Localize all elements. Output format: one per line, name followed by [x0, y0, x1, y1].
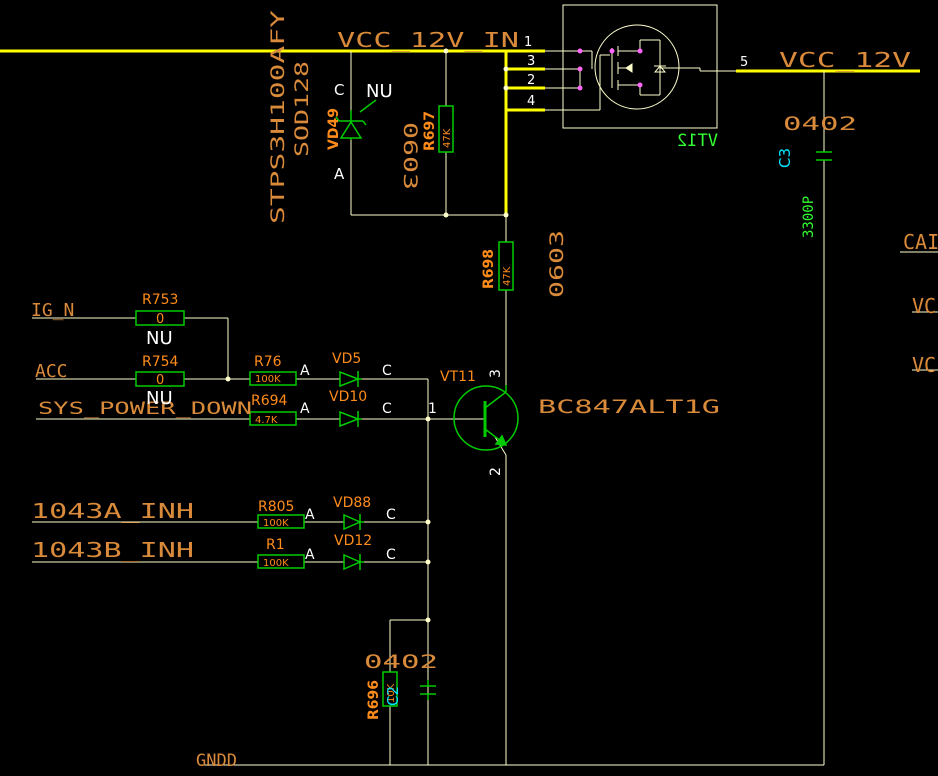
r805-body — [257, 514, 305, 529]
vt12-ref: VT12 — [677, 131, 718, 151]
r697-body — [438, 105, 454, 153]
vd5-pin-c: C — [382, 363, 392, 379]
vd10-diode — [339, 410, 362, 428]
net-label-vcc-in: VCC_12V_IN — [337, 28, 519, 52]
r697-package-label: 0603 — [399, 122, 421, 190]
r1-ref: R1 — [266, 537, 285, 553]
vd12-pin-c: C — [386, 547, 396, 563]
vd88-pin-c: C — [386, 507, 396, 523]
net-label-ig-n: IG_N — [31, 300, 74, 321]
power-wires — [0, 49, 920, 216]
vd12-pin-a: A — [305, 547, 315, 563]
vt11-pin-1: 1 — [428, 401, 437, 417]
vd88-ref: VD88 — [333, 495, 371, 511]
r694-ref: R694 — [251, 393, 288, 409]
c3-capacitor — [816, 151, 832, 161]
r754-ref: R754 — [142, 354, 179, 370]
net-label-edge-2: VC — [912, 294, 936, 318]
r1-value: 100K — [263, 558, 289, 569]
r698-ref: R698 — [481, 249, 497, 289]
vd49-diode — [335, 99, 377, 140]
net-label-acc: ACC — [35, 361, 68, 382]
vt12-mosfet — [545, 4, 736, 129]
r697-ref: R697 — [422, 111, 438, 151]
vd88-diode — [343, 513, 364, 531]
vt12-pin-4: 4 — [527, 94, 535, 109]
net-label-sys-power-down: SYS_POWER_DOWN — [38, 399, 252, 419]
r754-nu: NU — [146, 388, 173, 409]
c3-value: 3300P — [801, 196, 817, 238]
r698-body — [498, 241, 514, 291]
vt12-pin-5: 5 — [740, 55, 748, 70]
vd12-ref: VD12 — [334, 533, 372, 549]
vd49-ref: VD49 — [326, 108, 342, 150]
net-label-inh-a: 1043A_INH — [31, 499, 194, 523]
r76-ref: R76 — [254, 354, 282, 370]
c2-capacitor — [420, 680, 436, 700]
r696-body — [382, 671, 398, 707]
r696-ref: R696 — [366, 680, 382, 720]
vd49-nu: NU — [366, 81, 393, 102]
r696-value: 10K — [386, 683, 397, 703]
r76-body — [249, 371, 297, 386]
r753-body — [135, 310, 185, 326]
signal-wires — [32, 51, 938, 766]
net-label-inh-b: 1043B_INH — [31, 538, 194, 562]
net-label-gnd: GNDD — [196, 751, 237, 771]
c2-ref: C2 — [384, 686, 402, 706]
vd10-ref: VD10 — [329, 389, 367, 405]
r753-ref: R753 — [142, 292, 178, 308]
r1-body — [257, 554, 305, 569]
vd88-pin-a: A — [305, 507, 315, 523]
vd49-pin-c: C — [334, 81, 344, 99]
net-label-vcc-out: VCC_12V — [779, 48, 911, 72]
vt12-pin-1: 1 — [524, 35, 532, 50]
vd10-pin-a: A — [300, 401, 310, 417]
r694-body — [249, 411, 297, 426]
r697-value: 47K — [442, 128, 453, 148]
vd49-package-label: SOD128 — [291, 61, 313, 157]
vd12-diode — [343, 553, 364, 571]
vt11-ref: VT11 — [440, 369, 476, 385]
vd10-pin-c: C — [382, 401, 392, 417]
vd5-ref: VD5 — [332, 351, 361, 367]
vt11-transistor — [453, 385, 519, 451]
r694-value: 4.7K — [255, 415, 278, 426]
r698-package-label: 0603 — [546, 230, 568, 298]
vt11-pin-2: 2 — [488, 467, 504, 476]
r698-value: 47K — [502, 266, 513, 286]
vd49-part-label: STPS3H100AFY — [267, 9, 289, 224]
r754-value: 0 — [156, 373, 164, 388]
vd5-pin-a: A — [300, 363, 310, 379]
vt11-part-label: BC847ALT1G — [538, 396, 720, 418]
vt12-pin-3: 3 — [527, 54, 535, 69]
vd49-pin-a: A — [334, 165, 345, 183]
net-label-edge-3: VC — [912, 353, 936, 377]
r753-nu: NU — [146, 328, 173, 349]
vt11-pin-3: 3 — [488, 369, 504, 378]
c3-package-label: 0402 — [783, 113, 857, 135]
r805-value: 100K — [263, 518, 289, 529]
c2-package-label: 0402 — [364, 651, 438, 673]
r754-body — [135, 371, 185, 387]
r805-ref: R805 — [258, 499, 294, 515]
r76-value: 100K — [255, 374, 281, 385]
vt12-pin-2: 2 — [527, 73, 535, 88]
c3-ref: C3 — [776, 148, 794, 168]
r753-value: 0 — [156, 312, 164, 327]
vd5-diode — [339, 370, 362, 388]
junction-dots — [225, 48, 509, 623]
net-label-edge-1: CAI — [903, 230, 938, 254]
